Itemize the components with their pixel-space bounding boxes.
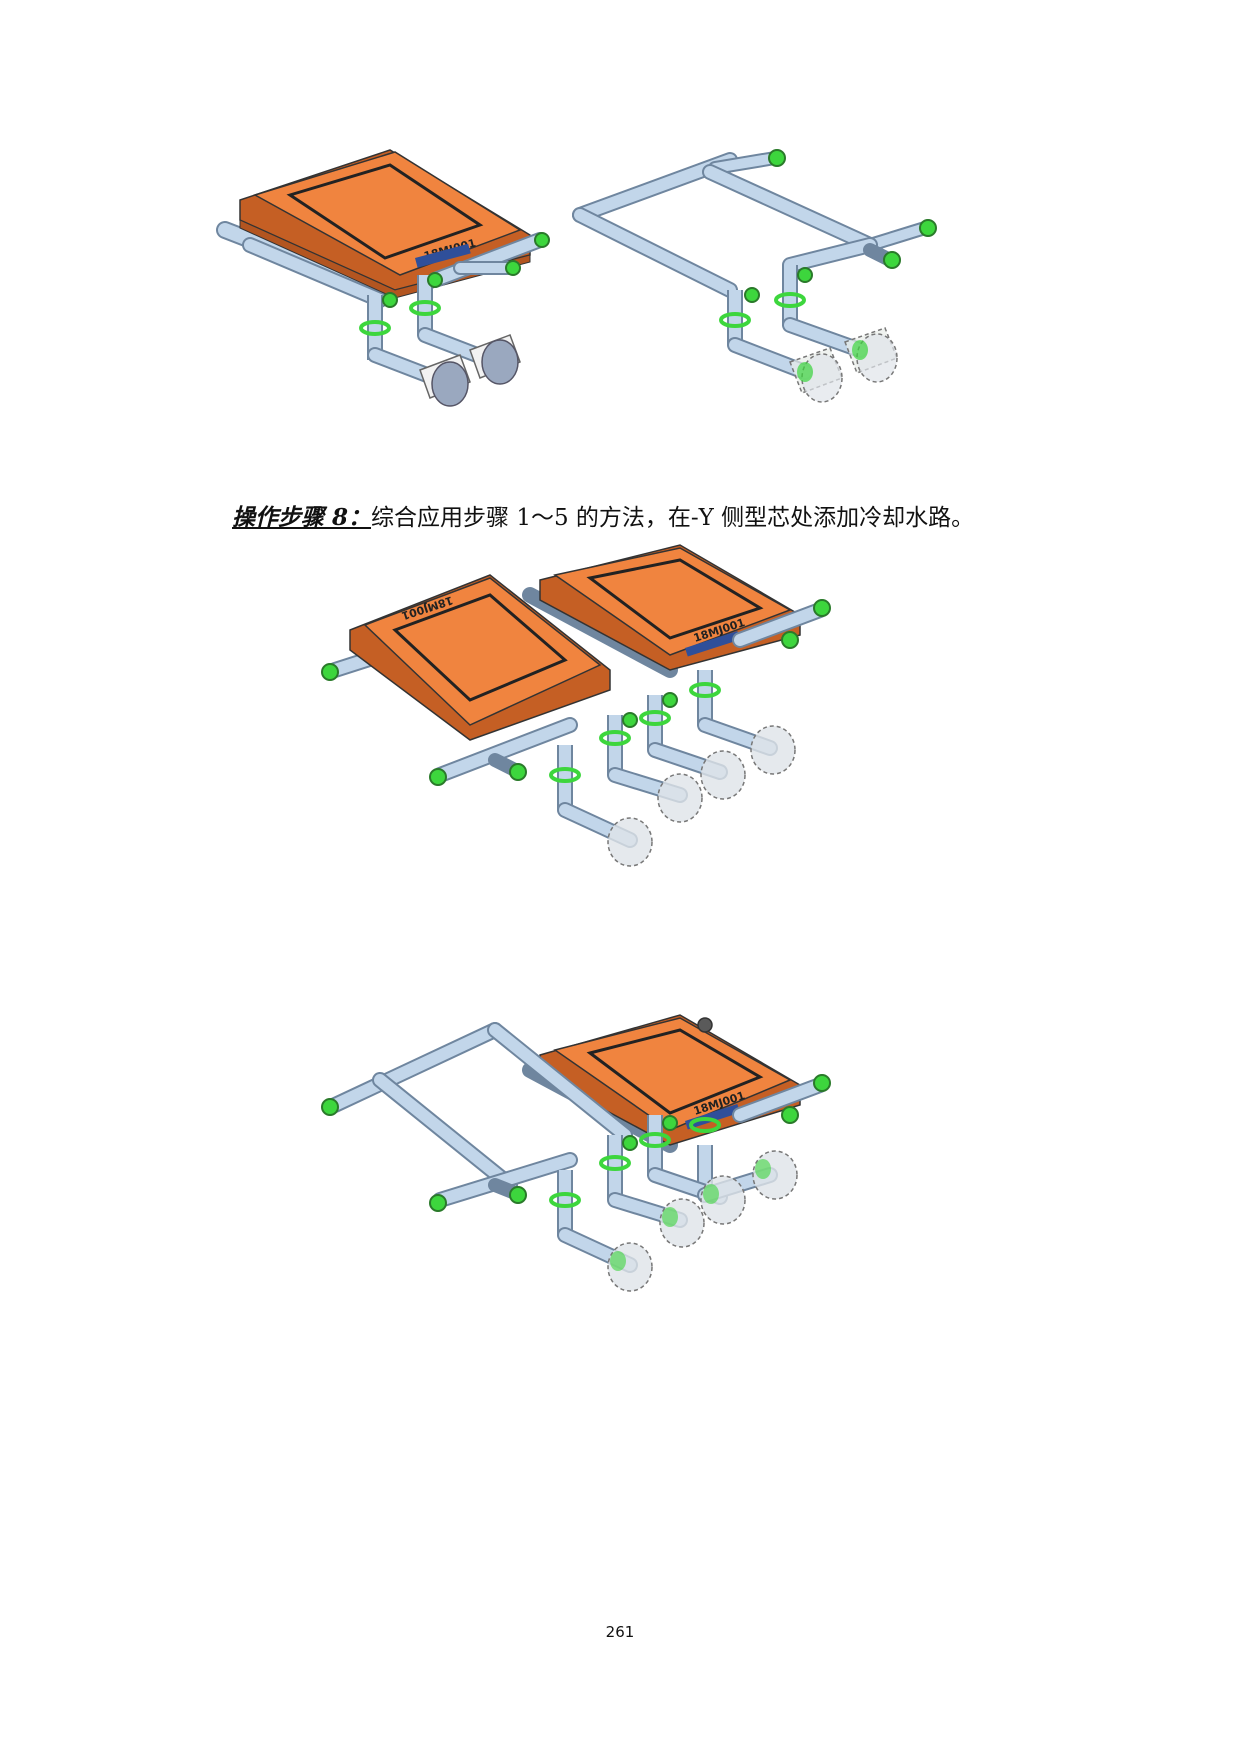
baffle-right-1 <box>789 347 843 403</box>
figure-bottom-cooling-circuits: 18MJ001 <box>321 1014 940 1435</box>
cooling-diagram-middle: 18MJ001 18MJ001 <box>321 544 831 867</box>
connector-icon <box>534 232 550 248</box>
baffle-right-2 <box>844 327 898 383</box>
risers-middle <box>549 670 721 810</box>
connector-icon <box>781 631 799 649</box>
left-assembly: 18MJ001 <box>216 149 550 407</box>
connector-icon <box>321 663 339 681</box>
step-label: 操作步骤 8： <box>232 504 372 531</box>
connector-icon <box>813 1074 831 1092</box>
connector-icon <box>509 763 527 781</box>
baffle-mid-1 <box>607 817 653 867</box>
baffle-bot-1 <box>607 1242 653 1292</box>
connector-icon <box>768 149 786 167</box>
step-text: 综合应用步骤 1～5 的方法，在-Y 侧型芯处添加冷却水路。 <box>371 505 975 531</box>
connector-icon <box>662 1115 678 1131</box>
connector-icon <box>427 272 443 288</box>
right-assembly <box>572 149 937 403</box>
figure-middle-two-cores: 18MJ001 18MJ001 <box>321 544 940 960</box>
connector-icon <box>883 251 901 269</box>
baffle-bot-4 <box>752 1150 798 1200</box>
connector-icon <box>429 1194 447 1212</box>
connector-icon <box>321 1098 339 1116</box>
baffle-mid-4 <box>750 725 796 775</box>
connector-icon <box>697 1017 713 1033</box>
connector-icon <box>505 260 521 276</box>
cooling-diagram-bottom: 18MJ001 <box>321 1014 831 1292</box>
connector-icon <box>797 267 813 283</box>
connector-icon <box>622 1135 638 1151</box>
baffle-left-2 <box>469 334 521 385</box>
connector-icon <box>813 599 831 617</box>
cooling-diagram-top: 18MJ001 <box>216 149 937 407</box>
baffle-mid-2 <box>657 773 703 823</box>
connector-icon <box>622 712 638 728</box>
connector-icon <box>509 1186 527 1204</box>
figure-top-cooling-layout: 18MJ001 <box>216 149 1060 470</box>
connector-icon <box>382 292 398 308</box>
step-instruction: 操作步骤 8：综合应用步骤 1～5 的方法，在-Y 侧型芯处添加冷却水路。 <box>232 498 974 532</box>
core-plate-left: 18MJ001 <box>239 149 531 299</box>
connector-icon <box>662 692 678 708</box>
page-number: 261 <box>605 1623 635 1641</box>
connector-icon <box>919 219 937 237</box>
baffle-mid-3 <box>700 750 746 800</box>
baffle-bot-3 <box>700 1175 746 1225</box>
core-plate-front: 18MJ001 <box>321 574 611 741</box>
connector-icon <box>744 287 760 303</box>
baffle-bot-2 <box>659 1198 705 1248</box>
connector-icon <box>429 768 447 786</box>
baffle-left-1 <box>419 354 471 407</box>
connector-icon <box>781 1106 799 1124</box>
